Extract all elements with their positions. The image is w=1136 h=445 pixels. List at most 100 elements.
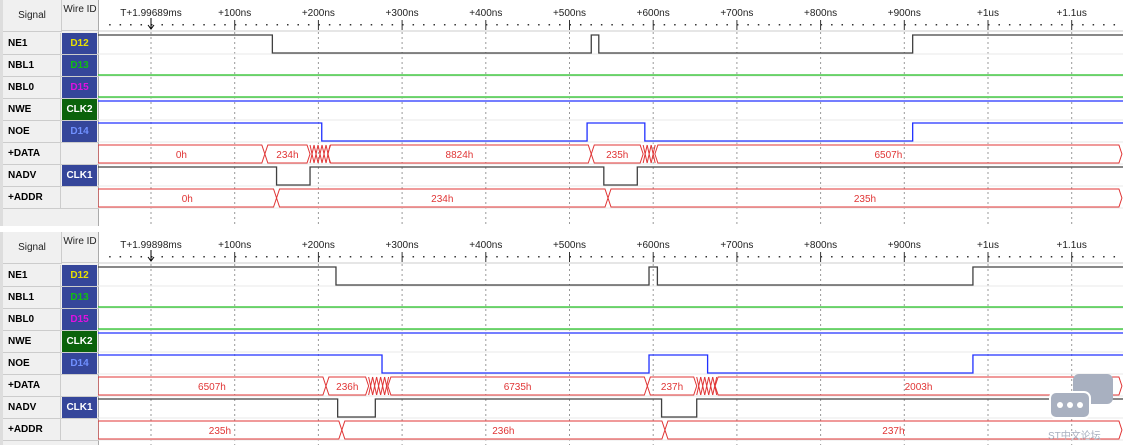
minor-tick — [203, 256, 205, 258]
bus-value: 237h — [882, 426, 904, 437]
minor-tick — [1061, 24, 1063, 26]
minor-tick — [1061, 256, 1063, 258]
signal-row-addr[interactable]: +ADDR — [3, 187, 98, 209]
minor-tick — [893, 24, 896, 26]
trigger-marker-icon[interactable] — [147, 18, 155, 30]
minor-tick — [1092, 24, 1095, 26]
signal-name: NWE — [3, 99, 61, 120]
minor-tick — [402, 256, 404, 258]
minor-tick — [234, 256, 237, 258]
minor-tick — [360, 256, 362, 258]
tick-label: +700ns — [720, 8, 753, 19]
signal-row-addr[interactable]: +ADDR — [3, 419, 98, 441]
bus-value: 6735h — [504, 382, 532, 393]
bus-value: 236h — [492, 426, 514, 437]
tick-label: +1.1us — [1057, 240, 1087, 251]
bus-value: 6507h — [874, 150, 902, 161]
minor-tick — [653, 24, 655, 26]
minor-tick — [402, 24, 404, 26]
signal-name: NADV — [3, 165, 61, 186]
minor-tick — [1082, 24, 1084, 26]
minor-tick — [925, 256, 927, 258]
bus-value: 236h — [336, 382, 358, 393]
signal-name: +DATA — [3, 375, 61, 396]
minor-tick — [328, 256, 331, 258]
signal-name: +DATA — [3, 143, 61, 164]
signal-row-data[interactable]: +DATA — [3, 143, 98, 165]
minor-tick — [988, 256, 990, 258]
minor-tick — [538, 256, 540, 258]
minor-tick — [621, 24, 624, 26]
minor-tick — [433, 256, 435, 258]
signal-name: NOE — [3, 121, 61, 142]
wire-id-badge — [62, 143, 97, 164]
watermark: ST中文论坛 — [1048, 372, 1128, 442]
minor-tick — [559, 256, 561, 258]
minor-tick — [370, 24, 373, 26]
minor-tick — [360, 24, 362, 26]
tick-label: +500ns — [553, 8, 586, 19]
wire-id-badge: CLK2 — [62, 99, 97, 120]
minor-tick — [799, 24, 802, 26]
minor-tick — [297, 256, 299, 258]
bus-segment — [714, 376, 1123, 396]
minor-tick — [632, 24, 634, 26]
minor-tick — [998, 24, 1000, 26]
minor-tick — [454, 24, 456, 26]
minor-tick — [109, 256, 111, 258]
minor-tick — [590, 24, 592, 26]
minor-tick — [307, 256, 310, 258]
tick-label: +100ns — [218, 8, 251, 19]
signal-name: NE1 — [3, 33, 61, 54]
signal-header: Signal — [3, 0, 62, 32]
minor-tick — [851, 256, 854, 258]
minor-tick — [109, 24, 111, 26]
minor-tick — [946, 24, 948, 26]
minor-tick — [705, 24, 708, 26]
signal-row-data[interactable]: +DATA — [3, 375, 98, 397]
wire-id-badge: CLK1 — [62, 397, 97, 418]
waveform-canvas[interactable]: +100ns+200ns+300ns+400ns+500ns+600ns+700… — [98, 232, 1123, 445]
waveform-canvas[interactable]: +100ns+200ns+300ns+400ns+500ns+600ns+700… — [98, 0, 1123, 226]
minor-tick — [485, 24, 488, 26]
minor-tick — [548, 24, 551, 26]
wire-id-badge: D12 — [62, 265, 97, 286]
minor-tick — [695, 24, 697, 26]
tick-label: +400ns — [469, 240, 502, 251]
tick-label: +200ns — [302, 8, 335, 19]
minor-tick — [443, 256, 446, 258]
minor-tick — [600, 24, 603, 26]
minor-tick — [119, 256, 122, 258]
minor-tick — [789, 24, 791, 26]
minor-tick — [789, 256, 791, 258]
minor-tick — [600, 256, 603, 258]
bus-value: 235h — [209, 426, 231, 437]
trigger-marker-icon[interactable] — [147, 250, 155, 262]
bus-value: 0h — [176, 150, 187, 161]
watermark-text: ST中文论坛 — [1048, 431, 1101, 442]
wire-id-badge — [62, 375, 97, 396]
minor-tick — [726, 24, 728, 26]
wire-id-badge: D14 — [62, 353, 97, 374]
bus-value: 8824h — [446, 150, 474, 161]
minor-tick — [318, 24, 320, 26]
minor-tick — [883, 24, 885, 26]
minor-tick — [1008, 24, 1011, 26]
minor-tick — [381, 24, 383, 26]
minor-tick — [1071, 256, 1074, 258]
signal-name: NADV — [3, 397, 61, 418]
minor-tick — [726, 256, 728, 258]
